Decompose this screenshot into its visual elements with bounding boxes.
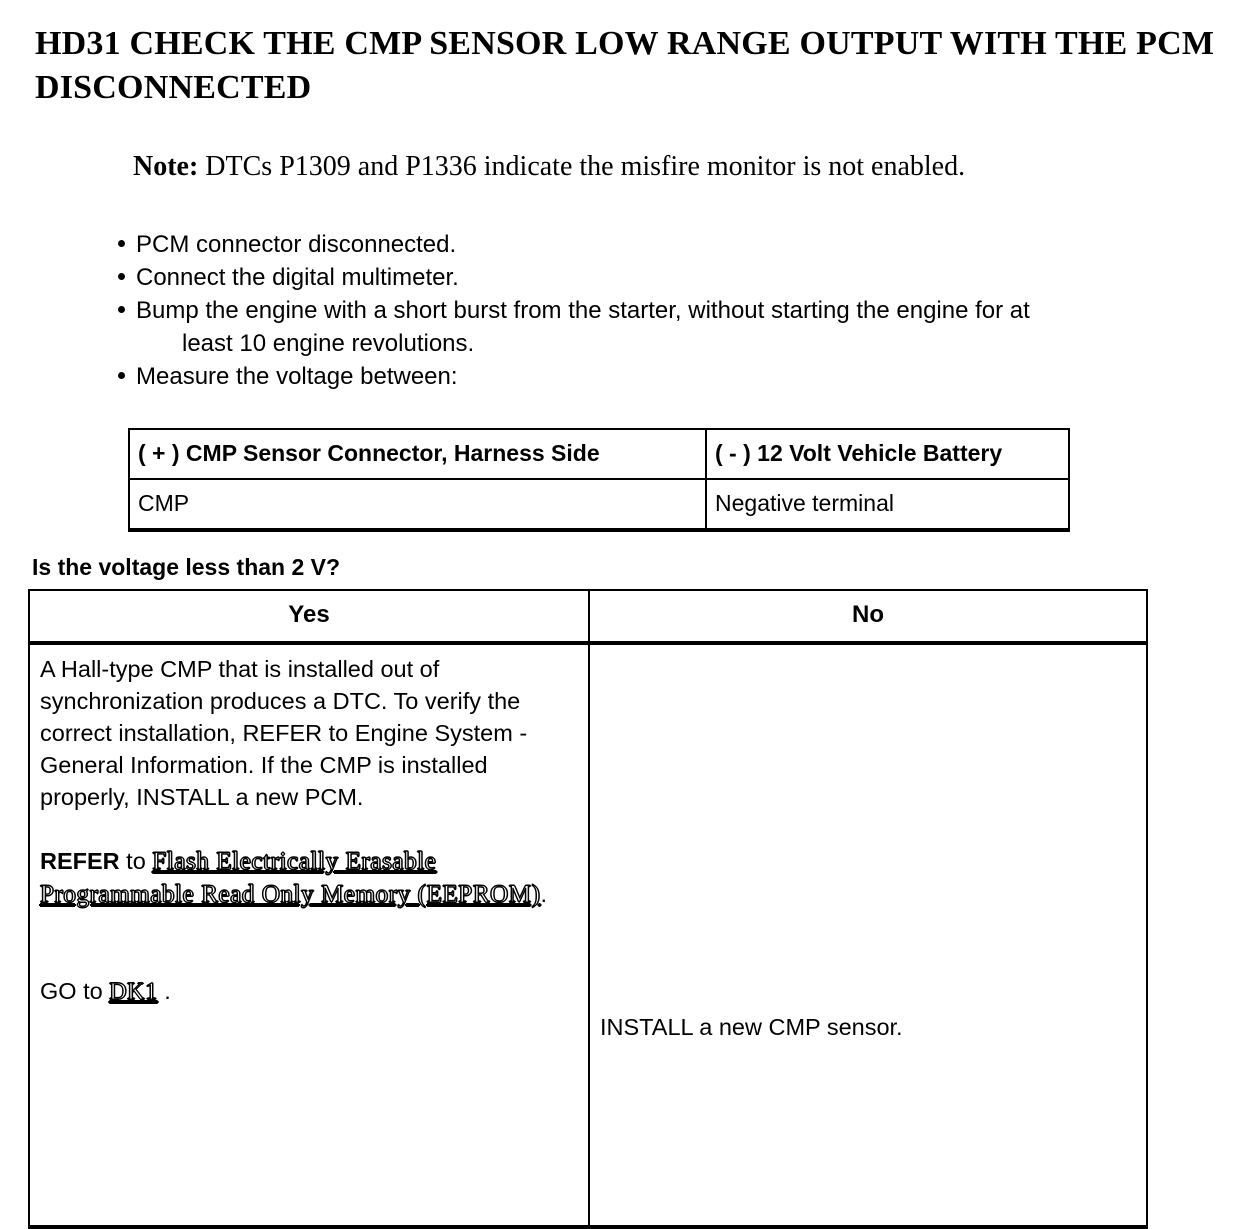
list-item: PCM connector disconnected.	[118, 228, 1208, 261]
list-item-text: PCM connector disconnected.	[136, 231, 457, 258]
list-item-text: Bump the engine with a short burst from …	[136, 297, 1030, 324]
table-header-row: ( + ) CMP Sensor Connector, Harness Side…	[128, 428, 1070, 480]
column-header-positive: ( + ) CMP Sensor Connector, Harness Side	[128, 428, 707, 480]
list-item-text: Measure the voltage between:	[136, 363, 458, 390]
spacer	[40, 813, 578, 845]
list-item-text: Connect the digital multimeter.	[136, 264, 459, 291]
diagnostic-procedure-page: HD31 CHECK THE CMP SENSOR LOW RANGE OUTP…	[28, 25, 1215, 1229]
list-item: Bump the engine with a short burst from …	[118, 294, 1208, 360]
spacer	[40, 911, 578, 943]
table-row: A Hall-type CMP that is installed out of…	[28, 642, 1148, 1229]
cell-no-instructions: INSTALL a new CMP sensor.	[588, 642, 1148, 1229]
link-eeprom[interactable]: Flash Electrically Erasable Programmable…	[40, 848, 541, 909]
yes-no-decision-table: Yes No A Hall-type CMP that is installed…	[28, 589, 1148, 1229]
column-header-yes: Yes	[28, 589, 590, 645]
measurement-points-table: ( + ) CMP Sensor Connector, Harness Side…	[128, 428, 1070, 532]
note-text: DTCs P1309 and P1336 indicate the misfir…	[198, 151, 966, 182]
goto-label: GO to	[40, 978, 110, 1004]
goto-period: .	[157, 978, 171, 1004]
list-item: Measure the voltage between:	[118, 360, 1208, 393]
bullet-dot-icon	[118, 273, 125, 280]
list-item: Connect the digital multimeter.	[118, 261, 1208, 294]
cell-negative-point: Negative terminal	[705, 478, 1070, 532]
spacer	[40, 943, 578, 975]
table-header-row: Yes No	[28, 589, 1148, 645]
note-line: Note: DTCs P1309 and P1336 indicate the …	[133, 150, 1193, 184]
column-header-negative: ( - ) 12 Volt Vehicle Battery	[705, 428, 1070, 480]
page-title: HD31 CHECK THE CMP SENSOR LOW RANGE OUTP…	[35, 25, 1215, 106]
decision-question: Is the voltage less than 2 V?	[32, 554, 341, 580]
cell-positive-point: CMP	[128, 478, 707, 532]
cell-yes-instructions: A Hall-type CMP that is installed out of…	[28, 642, 590, 1229]
refer-period: .	[540, 881, 548, 907]
yes-paragraph: A Hall-type CMP that is installed out of…	[40, 656, 528, 810]
link-dk1[interactable]: DK1	[109, 979, 158, 1006]
note-label: Note:	[133, 151, 199, 182]
bullet-dot-icon	[118, 306, 125, 313]
bullet-dot-icon	[118, 240, 125, 247]
goto-instruction: GO to DK1 .	[40, 975, 578, 1008]
refer-connector: to	[119, 848, 153, 874]
table-row: CMP Negative terminal	[128, 478, 1070, 532]
refer-label: REFER	[40, 848, 120, 874]
refer-instruction: REFER to Flash Electrically Erasable Pro…	[40, 845, 578, 911]
list-item-continuation: least 10 engine revolutions.	[182, 330, 475, 357]
procedure-bullet-list: PCM connector disconnected. Connect the …	[118, 228, 1208, 393]
column-header-no: No	[588, 589, 1148, 645]
bullet-dot-icon	[118, 372, 125, 379]
no-text: INSTALL a new CMP sensor.	[600, 1014, 903, 1040]
